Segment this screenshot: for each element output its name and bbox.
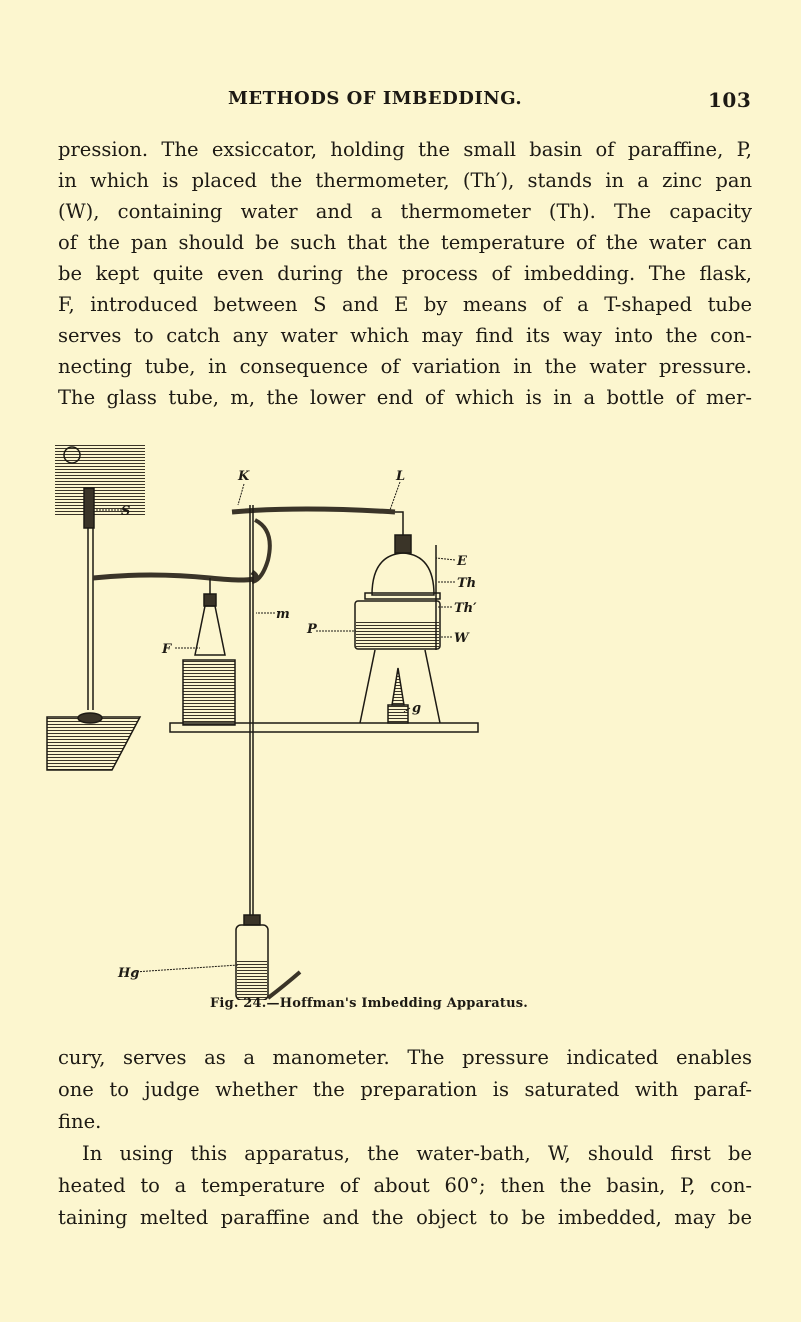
text-line: heated to a temperature of about 60°; th… (58, 1174, 752, 1197)
label-Hg: Hg (117, 966, 139, 981)
label-S: S (121, 504, 130, 519)
text-line: The glass tube, m, the lower end of whic… (58, 386, 752, 409)
hose-lower (92, 569, 259, 583)
hose-upper (231, 506, 396, 515)
label-F: F (161, 642, 172, 657)
label-E: E (456, 554, 468, 569)
label-Th-prime: Th′ (454, 601, 477, 616)
text-line: in which is placed the thermometer, (Th′… (58, 169, 752, 192)
label-L: L (395, 469, 405, 484)
text-line: of the pan should be such that the tempe… (58, 231, 752, 254)
text-line: necting tube, in consequence of variatio… (58, 355, 752, 378)
text-line: (W), containing water and a thermometer … (58, 200, 752, 223)
water-tap-illustration (46, 445, 145, 771)
text-line: pression. The exsiccator, holding the sm… (58, 138, 752, 161)
exsiccator-and-water-bath (354, 534, 441, 724)
text-line: cury, serves as a manometer. The pressur… (58, 1046, 752, 1069)
text-line: one to judge whether the preparation is … (58, 1078, 752, 1101)
label-P: P (306, 622, 318, 637)
page-number: 103 (708, 88, 752, 112)
base-board (169, 722, 479, 733)
mercury-bottle (235, 914, 302, 1000)
text-line: fine. (58, 1110, 102, 1133)
label-K: K (237, 469, 250, 484)
text-line: be kept quite even during the process of… (58, 262, 752, 285)
text-line: taining melted paraffine and the object … (58, 1206, 752, 1229)
text-line: serves to catch any water which may find… (58, 324, 752, 347)
flask-F (182, 578, 236, 726)
text-line: F, introduced between S and E by means o… (58, 293, 752, 316)
running-title: METHODS OF IMBEDDING. (228, 88, 523, 109)
label-g: g (412, 701, 421, 716)
label-m: m (276, 607, 290, 622)
label-W: W (454, 631, 470, 646)
figure-caption: Fig. 24.—Hoffman's Imbedding Apparatus. (210, 996, 528, 1011)
label-Th: Th (457, 576, 476, 591)
text-line: In using this apparatus, the water-bath,… (82, 1142, 752, 1165)
apparatus-figure: S K L E Th Th′ W P F m g Hg (46, 445, 479, 1000)
